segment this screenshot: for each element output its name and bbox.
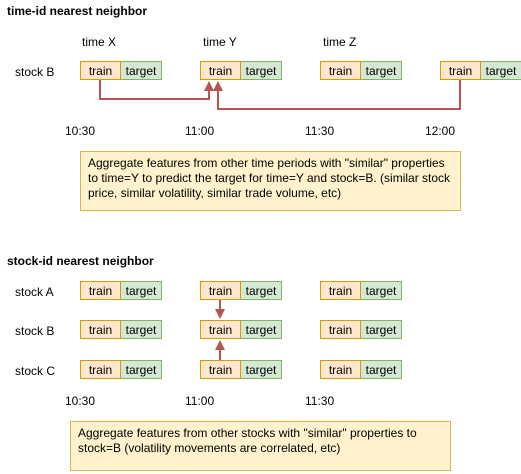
- train-target-pair-c-11-00: train target: [200, 360, 282, 379]
- train-target-pair-a-11-30: train target: [320, 281, 402, 300]
- train-target-pair-a-10-30: train target: [80, 281, 162, 300]
- time-label-11-30: 11:30: [305, 394, 335, 408]
- time-label-11-30: 11:30: [305, 124, 335, 138]
- target-box: target: [241, 281, 282, 300]
- train-target-pair-b-11-30: train target: [320, 320, 402, 339]
- target-box: target: [121, 61, 162, 80]
- target-box: target: [241, 320, 282, 339]
- target-box: target: [121, 360, 162, 379]
- target-box: target: [241, 61, 282, 80]
- train-box: train: [320, 281, 361, 300]
- train-box: train: [320, 320, 361, 339]
- train-box: train: [80, 360, 121, 379]
- train-box: train: [200, 360, 241, 379]
- train-target-pair-10-30: train target: [80, 61, 162, 80]
- arrow-from-time-x: [99, 80, 214, 100]
- train-box: train: [200, 61, 241, 80]
- target-box: target: [361, 320, 402, 339]
- train-target-pair-11-30: train target: [320, 61, 402, 80]
- train-box: train: [320, 360, 361, 379]
- row-label-stock-c: stock C: [15, 364, 56, 378]
- target-box: target: [361, 281, 402, 300]
- target-box: target: [121, 320, 162, 339]
- train-target-pair-c-11-30: train target: [320, 360, 402, 379]
- target-box: target: [361, 360, 402, 379]
- time-header-y: time Y: [203, 35, 237, 49]
- time-label-11-00: 11:00: [185, 124, 215, 138]
- train-target-pair-a-11-00: train target: [200, 281, 282, 300]
- time-label-12-00: 12:00: [425, 124, 456, 138]
- train-box: train: [440, 61, 481, 80]
- target-box: target: [481, 61, 521, 80]
- row-label-stock-b: stock B: [15, 65, 55, 79]
- section-title-time-id: time-id nearest neighbor: [7, 4, 148, 18]
- train-target-pair-11-00: train target: [200, 61, 282, 80]
- train-target-pair-12-00: train target: [440, 61, 521, 80]
- time-label-10-30: 10:30: [65, 124, 96, 138]
- train-box: train: [200, 281, 241, 300]
- time-id-note: Aggregate features from other time perio…: [80, 151, 461, 211]
- train-box: train: [80, 61, 121, 80]
- stock-id-note: Aggregate features from other stocks wit…: [70, 421, 451, 471]
- train-box: train: [80, 320, 121, 339]
- target-box: target: [361, 61, 402, 80]
- time-label-11-00: 11:00: [185, 394, 215, 408]
- time-header-z: time Z: [323, 35, 357, 49]
- section-title-stock-id: stock-id nearest neighbor: [7, 254, 154, 268]
- train-box: train: [320, 61, 361, 80]
- target-box: target: [241, 360, 282, 379]
- arrow-from-12-00: [213, 80, 461, 110]
- train-target-pair-b-11-00: train target: [200, 320, 282, 339]
- time-header-x: time X: [82, 35, 117, 49]
- row-label-stock-a: stock A: [15, 285, 54, 299]
- train-box: train: [200, 320, 241, 339]
- train-box: train: [80, 281, 121, 300]
- row-label-stock-b: stock B: [15, 324, 55, 338]
- train-target-pair-b-10-30: train target: [80, 320, 162, 339]
- target-box: target: [121, 281, 162, 300]
- train-target-pair-c-10-30: train target: [80, 360, 162, 379]
- time-label-10-30: 10:30: [65, 394, 96, 408]
